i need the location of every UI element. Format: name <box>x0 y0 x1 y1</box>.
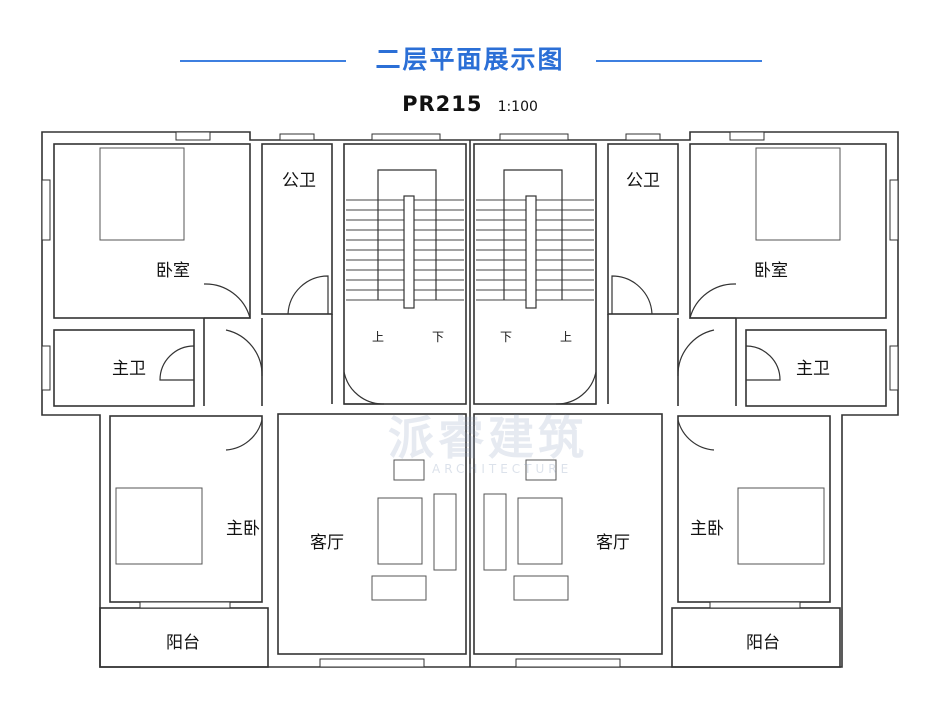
room-master-bath-left: 主卫 <box>112 359 146 379</box>
room-balcony-left: 阳台 <box>166 633 200 653</box>
window <box>41 345 51 391</box>
page-title: 二层平面展示图 <box>375 45 565 74</box>
room-public-bath-right: 公卫 <box>626 171 660 191</box>
door-swing <box>745 345 781 381</box>
stair-rail-left <box>403 195 415 309</box>
wall-living-left <box>277 413 467 655</box>
stair-arrow <box>503 169 563 300</box>
window <box>319 658 425 668</box>
title-rule-left <box>180 60 346 62</box>
bed <box>737 487 825 565</box>
stair-label-up-left: 上 <box>372 330 385 344</box>
watermark-sub: ARCHITECTURE <box>432 462 573 476</box>
wall-master-bath-right <box>745 329 887 407</box>
window <box>371 133 441 141</box>
room-bedroom-left: 卧室 <box>156 261 190 281</box>
watermark: 派睿建筑 <box>388 411 588 465</box>
window <box>139 601 231 609</box>
room-public-bath-left: 公卫 <box>282 171 316 191</box>
sofa <box>513 575 569 601</box>
door-swing <box>555 371 597 405</box>
wall-bedroom-right <box>689 143 887 319</box>
window <box>41 179 51 241</box>
stair-label-down-right: 下 <box>500 330 513 344</box>
wall-corridor-left <box>203 314 333 406</box>
coffee-table <box>517 497 563 565</box>
door-swing <box>225 419 263 451</box>
plan-scale: 1:100 <box>497 99 538 115</box>
door-swing <box>159 345 195 381</box>
door-swing <box>225 329 263 377</box>
room-master-bath-right: 主卫 <box>796 359 830 379</box>
room-bedroom-right: 卧室 <box>754 261 788 281</box>
window <box>175 131 211 141</box>
door-swing <box>287 275 329 315</box>
room-living-left: 客厅 <box>310 533 344 553</box>
wall-living-right <box>473 413 663 655</box>
window <box>499 133 569 141</box>
stair-rail-right <box>525 195 537 309</box>
stair-label-down-left: 下 <box>432 330 445 344</box>
wall-public-bath-right <box>607 143 679 315</box>
wall-public-bath-left <box>261 143 333 315</box>
sofa <box>525 459 557 481</box>
door-swing <box>677 419 715 451</box>
window <box>625 133 661 141</box>
stair-label-up-right: 上 <box>560 330 573 344</box>
window <box>279 133 315 141</box>
stair-arrow <box>377 169 437 300</box>
sofa <box>371 575 427 601</box>
wall-master-bath-left <box>53 329 195 407</box>
window <box>889 345 899 391</box>
coffee-table <box>377 497 423 565</box>
door-swing <box>343 371 385 405</box>
room-living-right: 客厅 <box>596 533 630 553</box>
wall-stair-right <box>473 143 597 405</box>
title-rule-right <box>596 60 762 62</box>
door-swing <box>611 275 653 315</box>
wall-master-bed-right <box>677 415 831 603</box>
window <box>729 131 765 141</box>
sofa <box>433 493 457 571</box>
plan-caption: PR215 1:100 <box>0 92 940 116</box>
door-swing <box>689 283 737 319</box>
window <box>515 658 621 668</box>
bed <box>115 487 203 565</box>
room-balcony-right: 阳台 <box>746 633 780 653</box>
room-master-bed-right: 主卧 <box>690 519 724 539</box>
wall-master-bed-left <box>109 415 263 603</box>
bed <box>99 147 185 241</box>
door-swing <box>203 283 251 319</box>
window <box>889 179 899 241</box>
header: 二层平面展示图 PR215 1:100 <box>0 0 940 120</box>
sofa <box>483 493 507 571</box>
wall-corridor-right <box>607 314 737 406</box>
room-master-bed-left: 主卧 <box>226 519 260 539</box>
wall-bedroom-left <box>53 143 251 319</box>
plan-code: PR215 <box>402 92 483 116</box>
wall-stair-left <box>343 143 467 405</box>
door-swing <box>677 329 715 377</box>
window <box>709 601 801 609</box>
bed <box>755 147 841 241</box>
sofa <box>393 459 425 481</box>
outer-wall <box>41 131 899 668</box>
